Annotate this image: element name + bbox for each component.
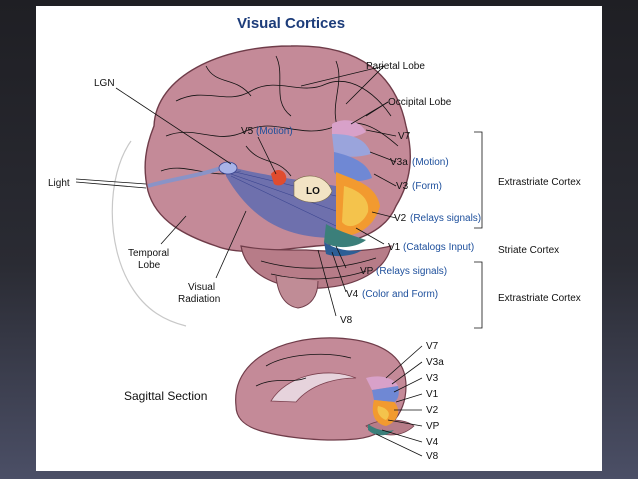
label-lo: LO: [306, 186, 320, 197]
sagittal-title: Sagittal Section: [124, 389, 207, 403]
label-v3a: V3a: [390, 157, 408, 168]
label-parietal-lobe: Parietal Lobe: [366, 61, 425, 72]
sagittal-label-v4: V4: [426, 437, 439, 448]
label-v2-desc: (Relays signals): [410, 213, 481, 224]
label-v3a-desc: (Motion): [412, 157, 449, 168]
group-extrastriate-bottom: Extrastriate Cortex: [498, 293, 581, 304]
label-temporal-lobe-2: Lobe: [138, 260, 161, 271]
bracket-extrastriate-bottom: [474, 261, 483, 329]
label-temporal-lobe-1: Temporal: [128, 248, 169, 259]
label-v1-desc: (Catalogs Input): [403, 242, 474, 253]
sagittal-label-v3a: V3a: [426, 357, 444, 368]
slide: Visual Cortices: [36, 6, 602, 471]
label-vp: VP: [360, 266, 374, 277]
diagram-title: Visual Cortices: [237, 15, 345, 32]
sagittal-label-v3: V3: [426, 373, 439, 384]
visual-cortices-diagram: Visual Cortices: [48, 15, 581, 462]
label-v4: V4: [346, 289, 359, 300]
label-visual-radiation-2: Radiation: [178, 294, 220, 305]
label-v3: V3: [396, 181, 409, 192]
brain-sagittal-view: [235, 337, 415, 441]
sagittal-label-v7: V7: [426, 341, 439, 352]
label-lgn: LGN: [94, 78, 115, 89]
group-striate: Striate Cortex: [498, 245, 559, 256]
label-vp-desc: (Relays signals): [376, 266, 447, 277]
brain-lateral-view: [111, 45, 411, 327]
sagittal-label-v1: V1: [426, 389, 439, 400]
sagittal-leader-lines: [375, 345, 423, 457]
sagittal-label-v8: V8: [426, 451, 439, 462]
label-light: Light: [48, 178, 70, 189]
label-v3-desc: (Form): [412, 181, 442, 192]
group-extrastriate-top: Extrastriate Cortex: [498, 177, 581, 188]
label-v8: V8: [340, 315, 353, 326]
label-v5-desc: (Motion): [256, 126, 293, 137]
label-v2: V2: [394, 213, 407, 224]
label-v7: V7: [398, 131, 411, 142]
label-occipital-lobe: Occipital Lobe: [388, 97, 452, 108]
label-visual-radiation-1: Visual: [188, 282, 215, 293]
label-v1: V1: [388, 242, 401, 253]
label-v5: V5: [241, 126, 254, 137]
sagittal-label-vp: VP: [426, 421, 440, 432]
label-v4-desc: (Color and Form): [362, 289, 438, 300]
sagittal-label-v2: V2: [426, 405, 439, 416]
bracket-extrastriate-top: [474, 131, 483, 229]
leader-lines: [75, 65, 397, 317]
